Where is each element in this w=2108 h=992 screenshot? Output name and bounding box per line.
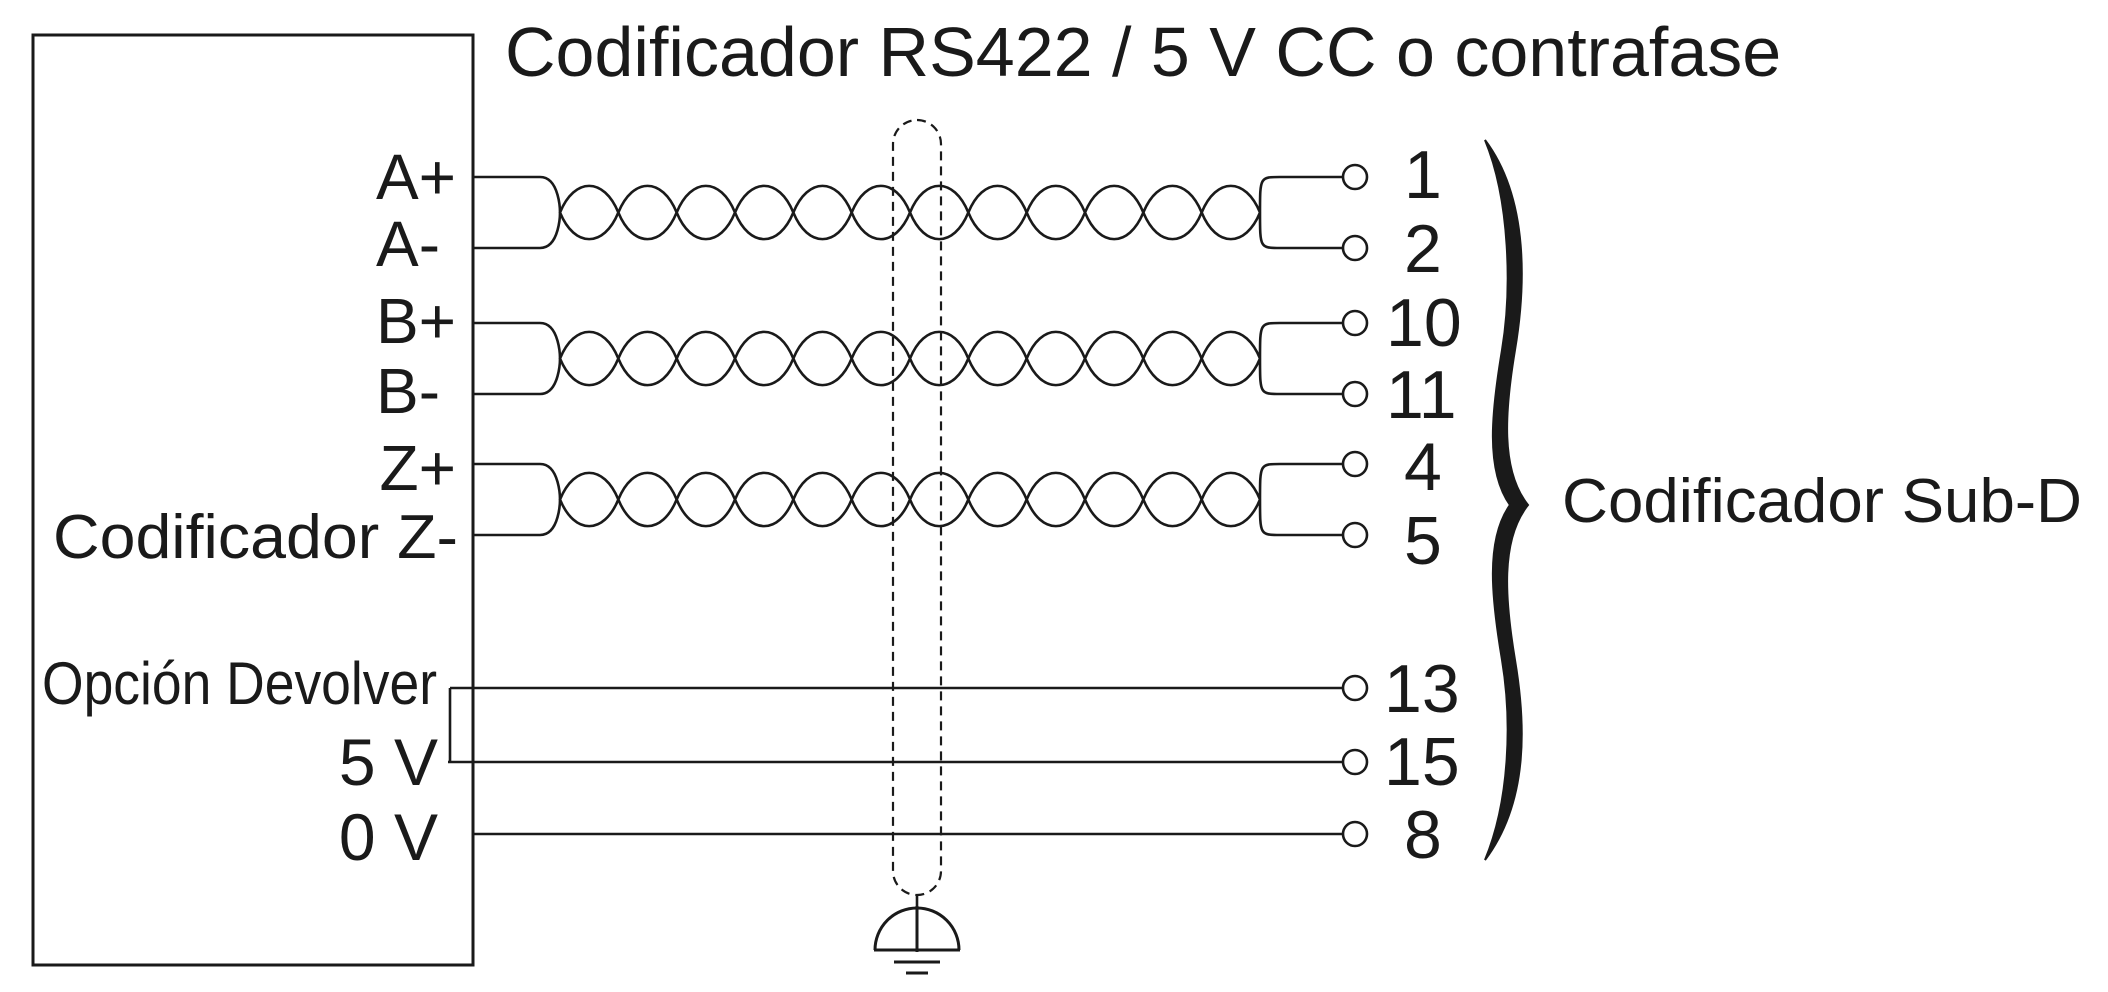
signal-label-a-plus: A+ [376, 141, 456, 213]
pin-number: 10 [1386, 285, 1462, 361]
signal-label-b-plus: B+ [376, 285, 456, 357]
signal-label-b-minus: B- [376, 355, 440, 427]
terminal-pin-4 [1341, 450, 1369, 478]
connector-label: Codificador Sub-D [1562, 467, 2082, 536]
signal-label-z-minus: Codificador Z- [53, 503, 458, 572]
terminal-pin-11 [1341, 380, 1369, 408]
controller-box [31, 33, 475, 967]
twisted-pair-cables [473, 175, 1343, 537]
terminal-pin-13 [1341, 674, 1369, 702]
pin-number: 5 [1404, 503, 1442, 579]
signal-label-z-plus: Z+ [380, 432, 456, 504]
diagram-title: Codificador RS422 / 5 V CC o contrafase [505, 13, 1781, 91]
twisted-pair-z-wire-2 [473, 471, 1343, 537]
pin-number: 8 [1404, 797, 1442, 873]
twisted-pair-a-wire-2 [473, 184, 1343, 250]
ground-icon [873, 906, 961, 975]
terminal-pin-1 [1341, 163, 1369, 191]
connector-brace [1484, 139, 1530, 861]
pin-number: 13 [1384, 651, 1460, 727]
twisted-pair-b-wire-2 [473, 330, 1343, 396]
terminal-pin-2 [1341, 234, 1369, 262]
terminal-pin-10 [1341, 309, 1369, 337]
option-return-label: Opción Devolver [42, 650, 437, 717]
supply-0v-label: 0 V [339, 800, 438, 874]
terminal-pin-8 [1341, 820, 1369, 848]
pin-number: 15 [1384, 724, 1460, 800]
pin-number: 1 [1404, 137, 1442, 213]
signal-label-a-minus: A- [376, 208, 440, 280]
pin-number: 2 [1404, 211, 1442, 287]
terminal-pin-5 [1341, 521, 1369, 549]
terminal-pin-15 [1341, 748, 1369, 776]
pin-number: 11 [1386, 357, 1457, 433]
supply-5v-label: 5 V [339, 725, 438, 799]
cable-shield [891, 118, 943, 897]
pin-number: 4 [1404, 429, 1442, 505]
